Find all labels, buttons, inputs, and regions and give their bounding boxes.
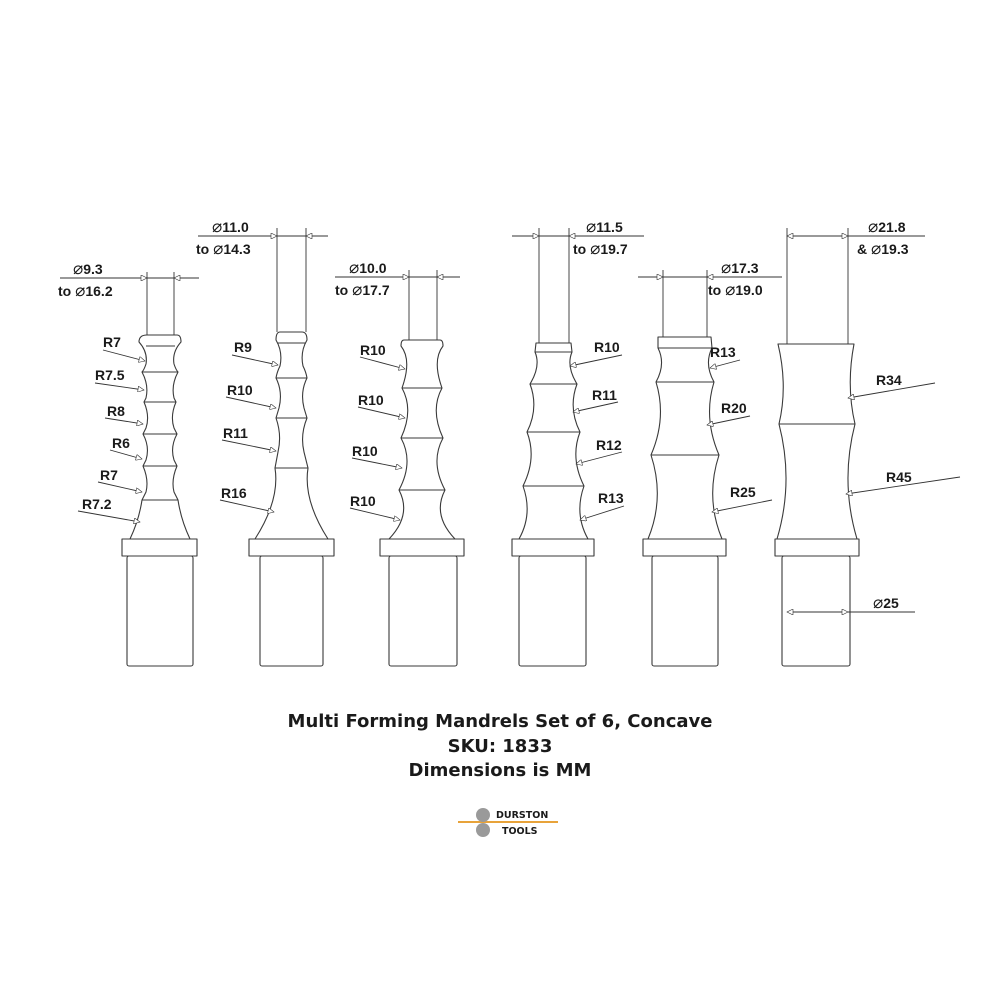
- mandrel-2-shank: [259, 555, 324, 667]
- mandrel-6: [774, 343, 860, 667]
- mandrel-4-collar: [511, 538, 595, 557]
- mandrel-6-collar: [774, 538, 860, 557]
- mandrel-5-shank: [651, 555, 719, 667]
- mandrel-5-diameter-label: ⌀17.3: [721, 258, 759, 277]
- mandrel-3-diameter-range-label: to ⌀17.7: [335, 280, 390, 299]
- mandrel-2-body: [254, 331, 329, 540]
- mandrel-3: [379, 339, 465, 667]
- radius-label: R7.2: [82, 496, 112, 512]
- mandrel-5-diameter-range-label: to ⌀19.0: [708, 280, 763, 299]
- radius-label: R7.5: [95, 367, 125, 383]
- mandrel-6-body: [776, 343, 858, 540]
- logo-text-line2: TOOLS: [502, 826, 538, 837]
- mandrel-3-collar: [379, 538, 465, 557]
- dimension-lines: [60, 228, 925, 612]
- mandrel-6-diameter-label: ⌀21.8: [868, 217, 906, 236]
- radius-label: R34: [876, 372, 902, 388]
- mandrel-6-diameter-range-label: & ⌀19.3: [857, 239, 909, 258]
- radius-label: R10: [360, 342, 386, 358]
- mandrel-2: [248, 331, 335, 667]
- radius-label: R25: [730, 484, 756, 500]
- radius-leaders: [77, 349, 961, 522]
- mandrel-4: [511, 342, 595, 667]
- mandrel-5-collar: [642, 538, 727, 557]
- radius-label: R6: [112, 435, 130, 451]
- title-line-3: Dimensions is MM: [408, 760, 592, 781]
- radius-label: R16: [221, 485, 247, 501]
- radius-label: R11: [592, 387, 617, 403]
- radius-label: R10: [350, 493, 376, 509]
- mandrel-1-diameter-range-label: to ⌀16.2: [58, 281, 113, 300]
- radius-label: R9: [234, 339, 252, 355]
- mandrel-5: [642, 336, 727, 667]
- radius-label: R10: [227, 382, 253, 398]
- title-line-2: SKU: 1833: [447, 736, 553, 757]
- radius-label: R13: [598, 490, 624, 506]
- logo-text-line1: DURSTON: [496, 810, 548, 821]
- radius-label: R8: [107, 403, 125, 419]
- mandrel-3-diameter-label: ⌀10.0: [349, 258, 387, 277]
- radius-label: R7: [100, 467, 118, 483]
- radius-label: R20: [721, 400, 747, 416]
- radius-label: R10: [358, 392, 384, 408]
- mandrel-1-collar: [121, 538, 198, 557]
- logo-dot-bottom: [476, 823, 490, 837]
- radius-label: R10: [352, 443, 378, 459]
- radius-label: R45: [886, 469, 912, 485]
- dimension-labels: ⌀9.3 to ⌀16.2 ⌀11.0 to ⌀14.3 ⌀10.0 to ⌀1…: [58, 217, 912, 612]
- mandrel-4-body: [518, 342, 589, 540]
- mandrel-4-shank: [518, 555, 587, 667]
- mandrel-1-diameter-label: ⌀9.3: [73, 259, 103, 278]
- radius-label: R11: [223, 425, 248, 441]
- mandrel-4-diameter-label: ⌀11.5: [586, 217, 623, 236]
- mandrel-1: [121, 334, 198, 667]
- logo-dot-top: [476, 808, 490, 822]
- mandrel-2-collar: [248, 538, 335, 557]
- durston-tools-logo: DURSTON TOOLS: [458, 808, 558, 837]
- mandrel-4-diameter-range-label: to ⌀19.7: [573, 239, 628, 258]
- radius-label: R7: [103, 334, 121, 350]
- mandrel-6-shank: [781, 555, 851, 667]
- mandrel-2-diameter-range-label: to ⌀14.3: [196, 239, 251, 258]
- radius-label: R12: [596, 437, 622, 453]
- mandrel-6-shank-diameter-label: ⌀25: [873, 593, 899, 612]
- mandrel-1-body: [129, 334, 191, 540]
- mandrel-2-diameter-label: ⌀11.0: [212, 217, 249, 236]
- radius-label: R10: [594, 339, 620, 355]
- mandrel-3-body: [388, 339, 456, 540]
- radius-label: R13: [710, 344, 736, 360]
- mandrel-3-shank: [388, 555, 458, 667]
- title-line-1: Multi Forming Mandrels Set of 6, Concave: [287, 711, 713, 732]
- mandrel-1-shank: [126, 555, 194, 667]
